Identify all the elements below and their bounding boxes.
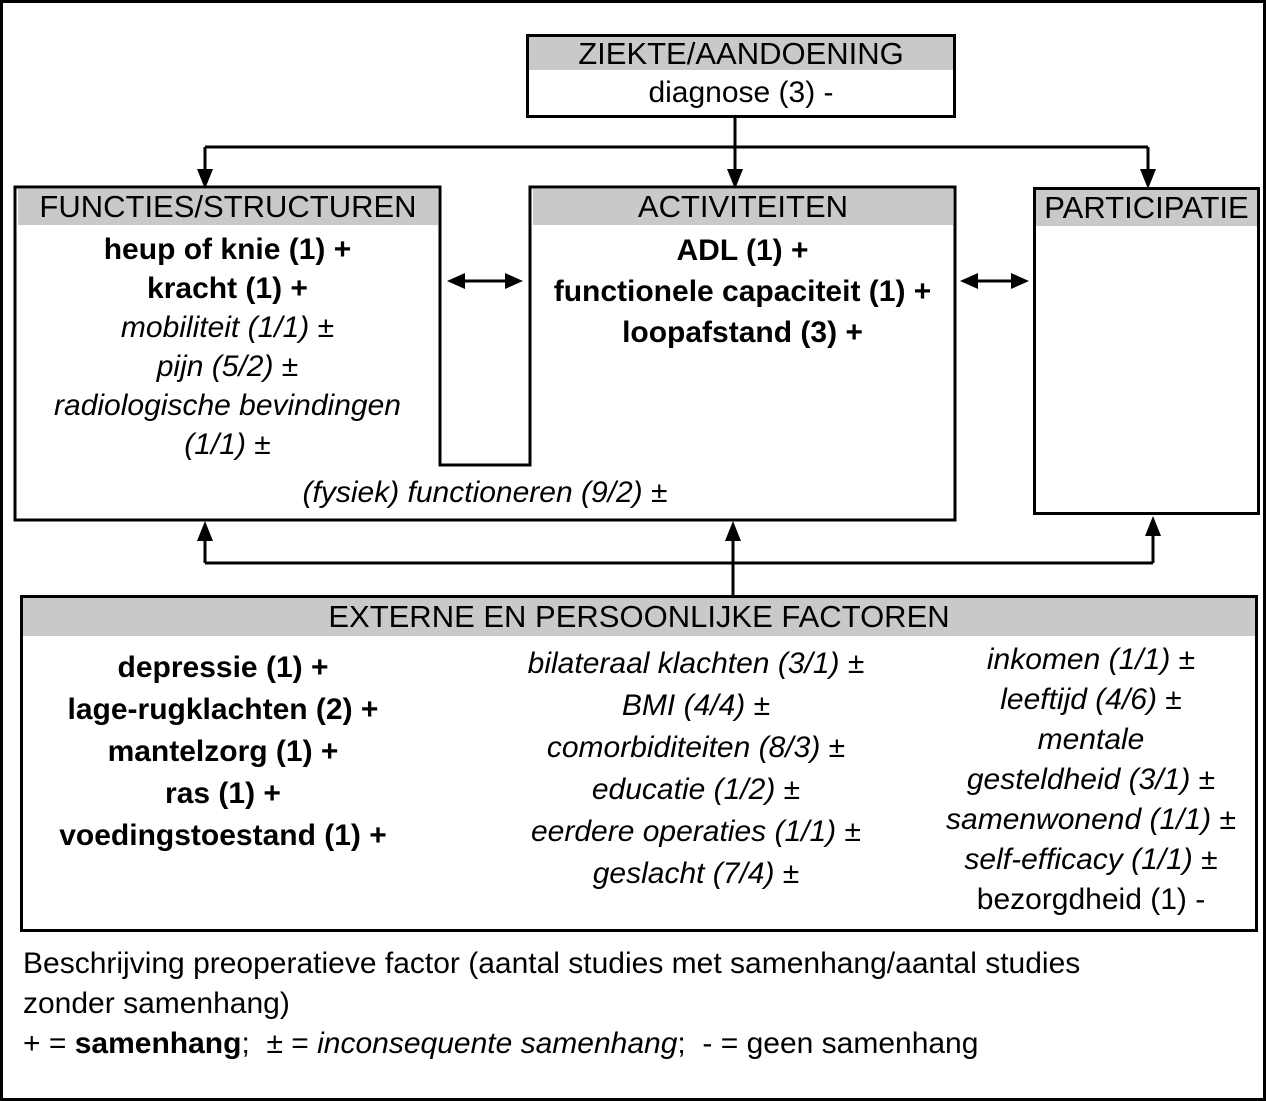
function-item: kracht (1) +	[147, 272, 308, 305]
top-connector-lines	[203, 118, 1150, 171]
functions-activities-outline	[13, 185, 957, 522]
disease-box-body: diagnose (3) -	[648, 76, 834, 109]
factor-item: samenwonend (1/1) ±	[946, 803, 1236, 836]
factor-item: bilateraal klachten (3/1) ±	[527, 647, 865, 680]
legend-geen-samenhang: ; - = geen samenhang	[677, 1027, 979, 1060]
arrow-down-icon	[1140, 169, 1156, 189]
factor-item: mantelzorg (1) +	[107, 735, 339, 768]
participation-box: PARTICIPATIE	[1033, 187, 1260, 515]
function-item: pijn (5/2) ±	[156, 350, 299, 383]
factor-item: depressie (1) +	[117, 651, 329, 684]
activities-header: ACTIVITEITEN	[533, 189, 953, 225]
factor-item: geslacht (7/4) ±	[592, 857, 800, 890]
diagram-connectors	[13, 118, 1161, 595]
function-item: (1/1) ±	[184, 428, 271, 461]
legend-line: + = samenhang; ± = inconsequente samenha…	[23, 1024, 1245, 1064]
activity-item: functionele capaciteit (1) +	[553, 275, 932, 308]
activity-item: loopafstand (3) +	[622, 316, 863, 349]
function-item: mobiliteit (1/1) ±	[120, 311, 335, 344]
legend-line: Beschrijving preoperatieve factor (aanta…	[23, 947, 1081, 980]
factor-item: mentale	[1037, 723, 1145, 756]
legend-plusminus-prefix: ; ± =	[241, 1027, 318, 1060]
factor-item: lage-rugklachten (2) +	[67, 693, 379, 726]
factor-item: comorbiditeiten (8/3) ±	[546, 731, 846, 764]
arrow-up-icon	[725, 521, 741, 541]
legend-plus-prefix: + =	[23, 1027, 75, 1060]
legend-samenhang: samenhang	[74, 1027, 242, 1060]
functions-header: FUNCTIES/STRUCTUREN	[18, 189, 438, 225]
double-arrow-icon	[960, 273, 1029, 289]
factors-box: EXTERNE EN PERSOONLIJKE FACTOREN depress…	[20, 595, 1258, 932]
legend-line: zonder samenhang)	[23, 987, 290, 1020]
factor-item: self-efficacy (1/1) ±	[964, 843, 1218, 876]
arrow-down-icon	[727, 169, 743, 189]
factor-item: educatie (1/2) ±	[591, 773, 801, 806]
function-item: radiologische bevindingen	[54, 389, 401, 422]
arrow-up-icon	[1145, 516, 1161, 536]
factor-item: leeftijd (4/6) ±	[1000, 683, 1182, 716]
factor-item: bezorgdheid (1) -	[976, 883, 1206, 916]
factor-item: gesteldheid (3/1) ±	[966, 763, 1216, 796]
factor-item: voedingstoestand (1) +	[59, 819, 387, 852]
activities-item-list: ADL (1) + functionele capaciteit (1) + l…	[530, 230, 955, 353]
legend-inconsequente: inconsequente samenhang	[317, 1027, 678, 1060]
factor-item: ras (1) +	[165, 777, 281, 810]
disease-box: ZIEKTE/AANDOENING diagnose (3) -	[526, 34, 956, 118]
function-item: heup of knie (1) +	[103, 233, 352, 266]
participation-header: PARTICIPATIE	[1036, 190, 1257, 226]
activity-item: ADL (1) +	[676, 234, 809, 267]
factors-header: EXTERNE EN PERSOONLIJKE FACTOREN	[23, 598, 1255, 636]
arrow-down-icon	[197, 169, 213, 189]
functions-item-list: heup of knie (1) + kracht (1) + mobilite…	[15, 230, 440, 464]
factors-col2: bilateraal klachten (3/1) ± BMI (4/4) ± …	[451, 643, 941, 895]
factors-col3: inkomen (1/1) ± leeftijd (4/6) ± mentale…	[921, 640, 1261, 920]
factors-col1: depressie (1) + lage-rugklachten (2) + m…	[23, 647, 423, 857]
factor-item: inkomen (1/1) ±	[986, 643, 1196, 676]
bottom-connector-lines	[203, 536, 1155, 595]
factor-item: eerdere operaties (1/1) ±	[531, 815, 861, 848]
double-arrow-icon	[447, 273, 523, 289]
shared-function-item: (fysiek) functioneren (9/2) ±	[302, 476, 668, 509]
factor-item: BMI (4/4) ±	[621, 689, 771, 722]
legend: Beschrijving preoperatieve factor (aanta…	[23, 944, 1245, 1064]
disease-box-header: ZIEKTE/AANDOENING	[529, 37, 953, 70]
arrow-up-icon	[197, 521, 213, 541]
